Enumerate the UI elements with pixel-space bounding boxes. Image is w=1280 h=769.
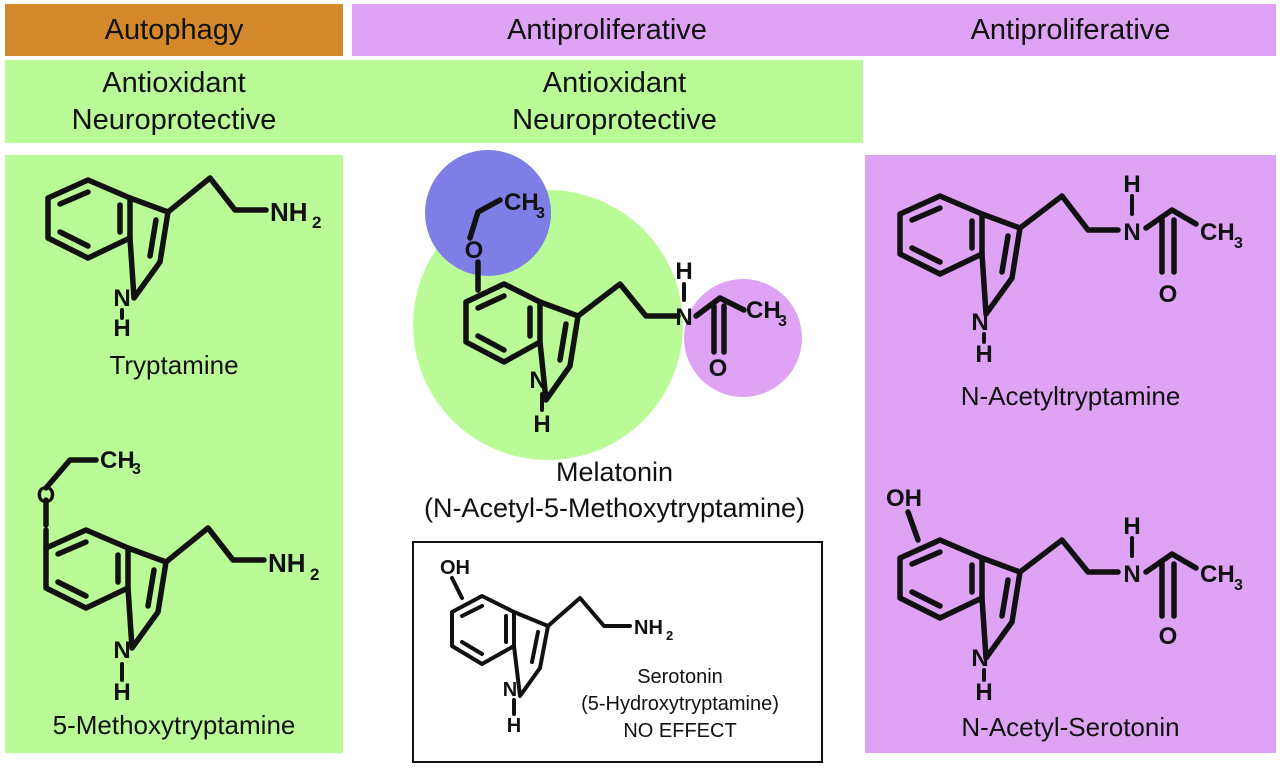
autophagy-header: Autophagy — [5, 4, 343, 56]
svg-text:H: H — [975, 341, 992, 368]
svg-text:O: O — [1159, 623, 1178, 650]
svg-text:H: H — [507, 715, 521, 737]
svg-text:CH: CH — [504, 189, 539, 216]
svg-text:CH: CH — [1200, 561, 1235, 588]
melatonin-name: Melatonin — [555, 457, 674, 487]
neuroprotective-label-left: Neuroprotective — [71, 103, 277, 136]
svg-text:H: H — [975, 679, 992, 706]
svg-text:2: 2 — [666, 628, 673, 643]
svg-text:2: 2 — [312, 213, 321, 232]
melatonin-label: Melatonin (N-Acetyl-5-Methoxytryptamine) — [352, 454, 877, 526]
antiproliferative-header-bar — [352, 4, 1276, 56]
svg-text:O: O — [709, 355, 728, 382]
autophagy-label: Autophagy — [104, 13, 244, 46]
antiproliferative-label-right: Antiproliferative — [970, 13, 1171, 46]
svg-text:N: N — [1123, 219, 1140, 246]
svg-text:3: 3 — [536, 205, 545, 222]
svg-text:3: 3 — [778, 313, 787, 330]
svg-text:N: N — [1123, 561, 1140, 588]
antioxidant-label-center: Antioxidant — [542, 66, 687, 99]
svg-text:3: 3 — [132, 461, 141, 478]
svg-text:CH: CH — [100, 447, 135, 474]
svg-text:CH: CH — [746, 297, 781, 324]
svg-text:H: H — [675, 258, 692, 285]
svg-text:H: H — [533, 411, 550, 438]
right-panel — [865, 155, 1276, 753]
svg-text:H: H — [1123, 513, 1140, 540]
acetyltryptamine-label: N-Acetyltryptamine — [960, 381, 1181, 411]
antiproliferative-header-center: Antiproliferative — [352, 4, 862, 56]
svg-text:O: O — [1159, 281, 1178, 308]
svg-text:3: 3 — [1234, 577, 1243, 594]
svg-text:H: H — [1123, 171, 1140, 198]
svg-text:N: N — [113, 285, 130, 312]
svg-text:N: N — [971, 309, 988, 336]
effects-center: Antioxidant Neuroprotective — [352, 60, 877, 143]
svg-text:O: O — [37, 482, 56, 509]
svg-text:O: O — [465, 237, 484, 264]
svg-text:N: N — [529, 367, 546, 394]
serotonin-effect: NO EFFECT — [623, 720, 737, 742]
acetylserotonin-label: N-Acetyl-Serotonin — [961, 712, 1180, 742]
svg-text:OH: OH — [440, 557, 470, 579]
tryptamine-label: Tryptamine — [109, 350, 239, 380]
antiproliferative-label-center: Antiproliferative — [507, 13, 707, 46]
svg-text:H: H — [113, 679, 130, 706]
svg-text:N: N — [113, 637, 130, 664]
antioxidant-band — [5, 60, 863, 143]
svg-text:NH: NH — [634, 617, 663, 639]
serotonin-full-name: (5-Hydroxytryptamine) — [581, 693, 779, 715]
methoxytryptamine-label: 5-Methoxytryptamine — [52, 710, 296, 740]
serotonin-name: Serotonin — [637, 666, 723, 688]
methoxy-group-circle — [425, 150, 551, 276]
antiproliferative-header-right: Antiproliferative — [865, 4, 1276, 56]
svg-text:N: N — [503, 679, 517, 701]
svg-text:OH: OH — [886, 485, 922, 512]
svg-text:3: 3 — [1234, 235, 1243, 252]
svg-text:NH: NH — [270, 197, 308, 227]
melatonin-full-name: (N-Acetyl-5-Methoxytryptamine) — [423, 493, 806, 523]
serotonin-label: Serotonin (5-Hydroxytryptamine) NO EFFEC… — [540, 664, 820, 745]
svg-text:H: H — [113, 315, 130, 342]
antioxidant-label-left: Antioxidant — [102, 66, 246, 99]
svg-text:CH: CH — [1200, 219, 1235, 246]
svg-text:N: N — [971, 645, 988, 672]
svg-text:2: 2 — [310, 565, 319, 584]
effects-left: Antioxidant Neuroprotective — [5, 60, 343, 143]
neuroprotective-label-center: Neuroprotective — [512, 103, 717, 136]
left-panel — [5, 155, 343, 753]
svg-text:N: N — [675, 304, 692, 331]
svg-text:NH: NH — [268, 548, 306, 578]
